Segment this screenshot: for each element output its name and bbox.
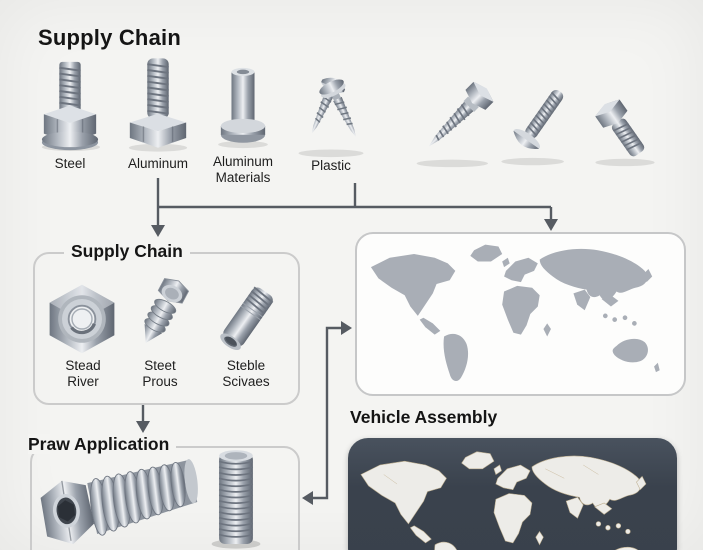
arrow-down-praw — [136, 421, 150, 433]
world-map-panel — [355, 232, 686, 396]
page-title: Supply Chain — [38, 25, 181, 50]
threaded-stud-icon — [211, 450, 261, 549]
arrow-down-map — [544, 219, 558, 231]
supply-item-label-1: Stead River — [65, 358, 101, 389]
standoff-icon — [218, 67, 268, 149]
arrow-down-supply-chain — [151, 225, 165, 237]
material-label-plastic: Plastic — [311, 158, 351, 173]
material-label-aluminum: Aluminum — [127, 156, 189, 171]
supply-item-label-3: Steble Scivaes — [222, 358, 270, 389]
praw-application-title: Praw Application — [28, 434, 177, 454]
world-map-dark-icon — [360, 451, 647, 550]
pan-head-screw-icon — [501, 89, 564, 166]
lag-screw-icon — [416, 81, 494, 168]
arrow-right-map — [341, 321, 352, 335]
arrow-left-praw — [302, 491, 313, 505]
supply-item-label-2: Steet Prous — [142, 358, 178, 389]
world-map-light-icon — [370, 244, 660, 382]
bolt-with-nut-icon — [41, 61, 101, 152]
supply-chain-box-title: Supply Chain — [64, 241, 190, 261]
socket-head-screw-icon — [40, 459, 198, 545]
vehicle-assembly-panel — [348, 438, 677, 550]
short-hex-bolt-icon — [595, 99, 655, 167]
vehicle-assembly-title: Vehicle Assembly — [350, 407, 498, 427]
hex-nut-icon — [49, 284, 115, 354]
crossed-screws-icon — [298, 77, 364, 158]
material-label-aluminum-materials: Aluminum Materials — [212, 154, 274, 185]
tapping-screw-icon — [144, 278, 190, 343]
hex-bolt-icon — [128, 58, 188, 152]
threaded-sleeve-icon — [220, 286, 274, 351]
material-label-steel: Steel — [54, 156, 86, 171]
